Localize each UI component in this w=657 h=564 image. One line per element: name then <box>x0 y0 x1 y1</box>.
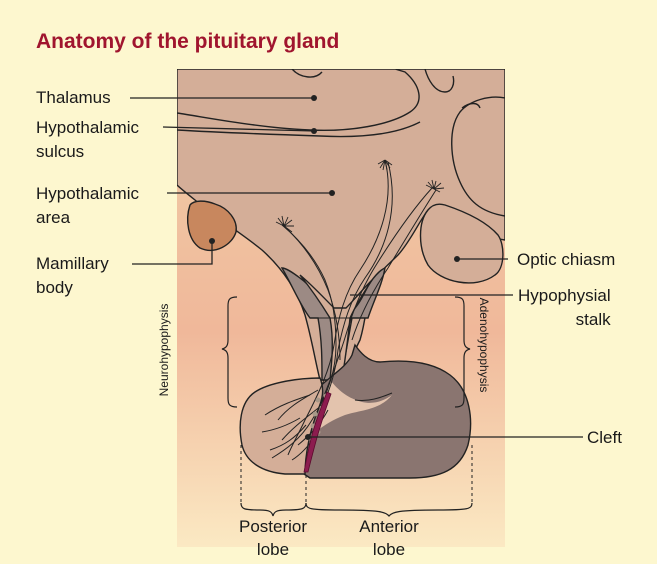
label-posterior-lobe-line1: Posterior <box>218 515 328 538</box>
label-cleft: Cleft <box>587 426 622 450</box>
label-hypothalamic-sulcus-line2: sulcus <box>36 140 139 164</box>
label-neurohypophysis: Neurohypophysis <box>157 304 171 397</box>
label-hypothalamic-sulcus-line1: Hypothalamic <box>36 116 139 140</box>
label-optic-chiasm: Optic chiasm <box>517 248 615 272</box>
label-hypophysial-stalk-line2: stalk <box>518 308 611 332</box>
label-hypothalamic-area: Hypothalamic area <box>36 182 139 230</box>
label-posterior-lobe: Posterior lobe <box>218 515 328 561</box>
label-hypothalamic-sulcus: Hypothalamic sulcus <box>36 116 139 164</box>
label-hypothalamic-area-line2: area <box>36 206 139 230</box>
label-thalamus: Thalamus <box>36 86 111 110</box>
label-anterior-lobe-line1: Anterior <box>334 515 444 538</box>
label-mamillary-body-line1: Mamillary <box>36 252 109 276</box>
label-adenohypophysis: Adenohypophysis <box>477 298 491 393</box>
diagram-title: Anatomy of the pituitary gland <box>36 30 339 54</box>
label-mamillary-body: Mamillary body <box>36 252 109 300</box>
label-anterior-lobe: Anterior lobe <box>334 515 444 561</box>
label-anterior-lobe-line2: lobe <box>334 538 444 561</box>
label-hypophysial-stalk-line1: Hypophysial <box>518 284 611 308</box>
label-posterior-lobe-line2: lobe <box>218 538 328 561</box>
label-mamillary-body-line2: body <box>36 276 109 300</box>
label-hypophysial-stalk: Hypophysial stalk <box>518 284 611 332</box>
label-hypothalamic-area-line1: Hypothalamic <box>36 182 139 206</box>
